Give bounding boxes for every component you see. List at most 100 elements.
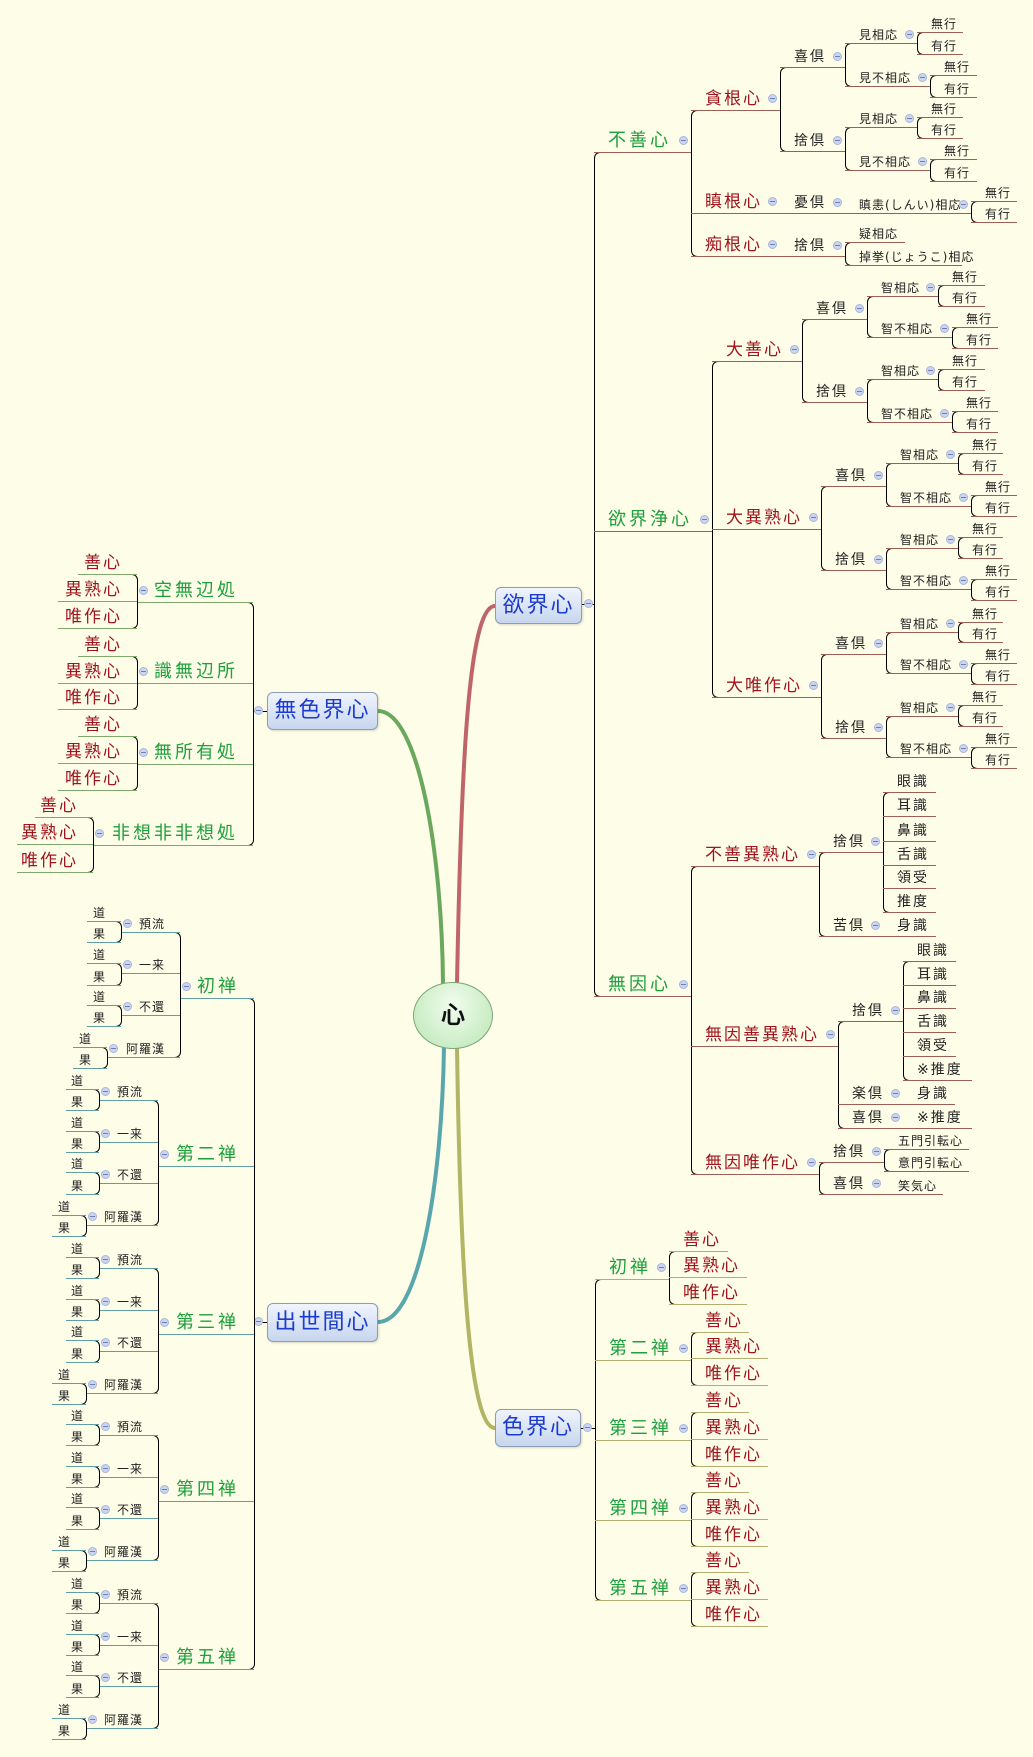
topic[interactable]: 大唯作心 bbox=[712, 674, 821, 698]
collapse-icon[interactable] bbox=[874, 554, 883, 564]
topic[interactable]: 道 bbox=[52, 1366, 86, 1384]
topic[interactable]: 憂倶 bbox=[780, 192, 845, 214]
topic[interactable]: 第二禅 bbox=[158, 1143, 254, 1167]
topic[interactable]: 見相応 bbox=[845, 26, 917, 44]
topic[interactable]: 有行 bbox=[958, 457, 1003, 475]
collapse-icon[interactable] bbox=[855, 386, 864, 396]
topic[interactable]: 智相応 bbox=[867, 279, 938, 297]
topic[interactable]: 有行 bbox=[917, 37, 963, 55]
collapse-icon[interactable] bbox=[160, 1652, 169, 1662]
topic[interactable]: 不還 bbox=[99, 1166, 158, 1184]
topic[interactable]: 身識 bbox=[903, 1083, 955, 1105]
topic[interactable]: 果 bbox=[52, 1722, 86, 1740]
topic[interactable]: 第三禅 bbox=[158, 1311, 254, 1335]
collapse-icon[interactable] bbox=[946, 534, 955, 544]
topic[interactable]: 無行 bbox=[958, 688, 1003, 706]
topic[interactable]: 不還 bbox=[121, 998, 180, 1016]
topic[interactable]: 道 bbox=[66, 1072, 99, 1090]
collapse-icon[interactable] bbox=[940, 323, 949, 333]
collapse-icon[interactable] bbox=[101, 1296, 110, 1306]
collapse-icon[interactable] bbox=[872, 1178, 881, 1188]
topic[interactable]: 無因唯作心 bbox=[691, 1151, 819, 1175]
topic[interactable]: 善心 bbox=[78, 713, 137, 737]
topic[interactable]: 推度 bbox=[883, 891, 936, 913]
topic[interactable]: 道 bbox=[73, 1030, 107, 1048]
topic[interactable]: 有行 bbox=[930, 80, 977, 98]
collapse-icon[interactable] bbox=[160, 1317, 169, 1327]
topic[interactable]: 道 bbox=[66, 1490, 99, 1508]
topic[interactable]: 道 bbox=[66, 1449, 99, 1467]
topic[interactable]: 第四禅 bbox=[158, 1478, 254, 1502]
topic[interactable]: 不善心 bbox=[594, 129, 691, 153]
topic[interactable]: 唯作心 bbox=[17, 849, 93, 873]
topic[interactable]: 捨倶 bbox=[838, 1000, 903, 1022]
topic[interactable]: 道 bbox=[87, 988, 121, 1006]
topic[interactable]: 不還 bbox=[99, 1669, 158, 1687]
topic[interactable]: 無行 bbox=[971, 478, 1017, 496]
topic[interactable]: 無行 bbox=[971, 646, 1017, 664]
collapse-icon[interactable] bbox=[88, 1714, 97, 1724]
topic[interactable]: 無因善異熟心 bbox=[691, 1023, 838, 1047]
topic[interactable]: 異熟心 bbox=[691, 1335, 768, 1359]
topic[interactable]: 捨倶 bbox=[780, 130, 845, 152]
collapse-icon[interactable] bbox=[584, 599, 593, 608]
collapse-icon[interactable] bbox=[101, 1128, 110, 1138]
collapse-icon[interactable] bbox=[790, 344, 799, 354]
collapse-icon[interactable] bbox=[101, 1169, 110, 1179]
topic[interactable]: 掉挙(じょうこ)相応 bbox=[845, 248, 973, 266]
topic[interactable]: 預流 bbox=[99, 1418, 158, 1436]
topic[interactable]: 眼識 bbox=[903, 940, 956, 962]
topic[interactable]: 有行 bbox=[958, 625, 1003, 643]
topic[interactable]: 智不相応 bbox=[886, 740, 971, 758]
topic[interactable]: 智不相応 bbox=[886, 489, 971, 507]
collapse-icon[interactable] bbox=[101, 1504, 110, 1514]
topic[interactable]: 道 bbox=[66, 1282, 99, 1300]
collapse-icon[interactable] bbox=[123, 959, 132, 969]
topic[interactable]: 智相応 bbox=[886, 615, 958, 633]
collapse-icon[interactable] bbox=[872, 1146, 881, 1156]
topic[interactable]: 楽倶 bbox=[838, 1083, 903, 1105]
topic[interactable]: 異熟心 bbox=[691, 1496, 768, 1520]
topic[interactable]: 異熟心 bbox=[691, 1576, 768, 1600]
topic[interactable]: 道 bbox=[87, 904, 121, 922]
collapse-icon[interactable] bbox=[918, 156, 927, 166]
collapse-icon[interactable] bbox=[679, 979, 688, 989]
topic[interactable]: 道 bbox=[66, 1658, 99, 1676]
topic[interactable]: 唯作心 bbox=[58, 686, 137, 710]
collapse-icon[interactable] bbox=[905, 29, 914, 39]
topic[interactable]: 果 bbox=[66, 1345, 99, 1363]
topic[interactable]: 果 bbox=[66, 1470, 99, 1488]
topic[interactable]: 無行 bbox=[938, 268, 985, 286]
topic[interactable]: 果 bbox=[66, 1512, 99, 1530]
topic[interactable]: 智不相応 bbox=[886, 656, 971, 674]
topic[interactable]: 異熟心 bbox=[691, 1416, 768, 1440]
collapse-icon[interactable] bbox=[101, 1421, 110, 1431]
topic[interactable]: 阿羅漢 bbox=[86, 1376, 158, 1394]
topic[interactable]: 非想非非想処 bbox=[93, 822, 253, 846]
collapse-icon[interactable] bbox=[809, 680, 818, 690]
topic[interactable]: 捨倶 bbox=[819, 831, 883, 853]
topic[interactable]: 善心 bbox=[78, 633, 137, 657]
topic[interactable]: 善心 bbox=[691, 1469, 749, 1493]
topic[interactable]: 無因心 bbox=[594, 973, 691, 997]
topic[interactable]: 善心 bbox=[691, 1549, 749, 1573]
topic[interactable]: 善心 bbox=[691, 1389, 749, 1413]
topic[interactable]: 道 bbox=[66, 1617, 99, 1635]
topic[interactable]: 不善異熟心 bbox=[691, 843, 819, 867]
collapse-icon[interactable] bbox=[833, 240, 842, 250]
collapse-icon[interactable] bbox=[679, 1343, 688, 1353]
topic[interactable]: 阿羅漢 bbox=[107, 1040, 180, 1058]
topic[interactable]: 有行 bbox=[952, 331, 998, 349]
topic[interactable]: 捨倶 bbox=[821, 549, 886, 571]
topic[interactable]: 智不相応 bbox=[886, 572, 971, 590]
topic[interactable]: 道 bbox=[66, 1323, 99, 1341]
topic[interactable]: 果 bbox=[66, 1428, 99, 1446]
topic[interactable]: 不還 bbox=[99, 1501, 158, 1519]
collapse-icon[interactable] bbox=[95, 828, 104, 838]
collapse-icon[interactable] bbox=[891, 1005, 900, 1015]
topic[interactable]: 無行 bbox=[917, 100, 963, 118]
collapse-icon[interactable] bbox=[826, 1029, 835, 1039]
topic[interactable]: 有行 bbox=[971, 751, 1017, 769]
topic[interactable]: 欲界浄心 bbox=[594, 508, 712, 532]
topic[interactable]: 有行 bbox=[971, 667, 1017, 685]
